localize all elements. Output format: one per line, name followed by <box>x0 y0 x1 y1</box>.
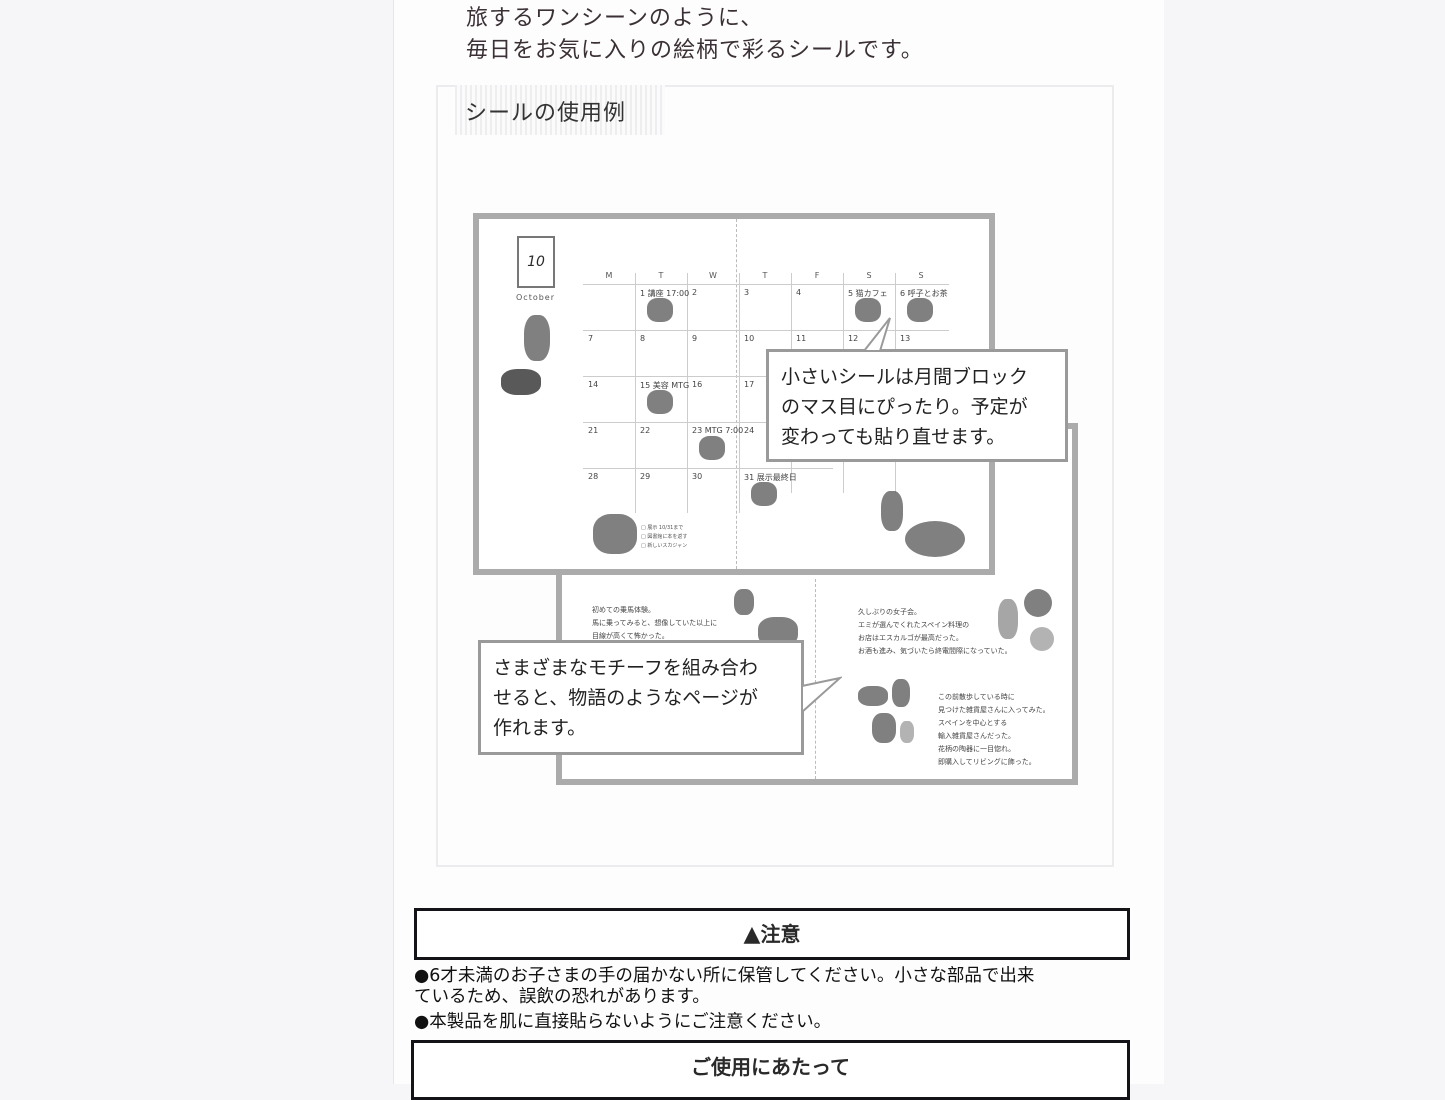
bottle-sticker-icon <box>998 599 1018 639</box>
caution-bullet-1: ●6才未満のお子さまの手の届かない所に保管してください。小さな部品で出来 <box>414 966 1035 986</box>
calendar-day: 2 <box>692 288 698 297</box>
bull-sticker-icon <box>501 369 541 395</box>
feather-sticker-icon <box>892 679 910 707</box>
grid-line <box>687 273 688 513</box>
calendar-day: 24 <box>744 426 755 435</box>
calendar-day: 7 <box>588 334 594 343</box>
todo-list: □ 展示 10/31まで□ 図書館に本を返す□ 新しいスカジャン <box>641 525 688 549</box>
calendar-day: 13 <box>900 334 911 343</box>
callout-calendar-tip: 小さいシールは月間ブロックのマス目にぴったり。予定が変わっても貼り直せます。 <box>766 349 1068 462</box>
calendar-day: 17 <box>744 380 755 389</box>
boar-sticker-icon <box>751 482 777 506</box>
flower-sticker-icon <box>647 390 673 414</box>
calendar-day: 10 <box>744 334 755 343</box>
cat-sticker-icon <box>855 298 881 322</box>
plants-sticker-icon <box>593 514 637 554</box>
calendar-day: 6 呼子とお茶 <box>900 289 948 298</box>
example-label-text: シールの使用例 <box>465 101 627 126</box>
warning-triangle-icon: ▲ <box>743 922 761 947</box>
diary-left-text: 初めての乗馬体験。馬に乗ってみると、想像していた以上に目線が高くて怖かった。 <box>592 606 718 640</box>
calendar-day: 4 <box>796 288 802 297</box>
page-fold <box>815 579 816 779</box>
calendar-day: 12 <box>848 334 859 343</box>
weekday-header: M <box>605 271 613 280</box>
caution-bullet-2: ●本製品を肌に直接貼らないようにご注意ください。 <box>414 1012 832 1032</box>
calendar-day: 8 <box>640 334 646 343</box>
callout-pointer <box>801 676 842 715</box>
caution-header: ▲注意 <box>414 908 1130 960</box>
calendar-day: 9 <box>692 334 698 343</box>
weekday-header: S <box>918 271 924 280</box>
example-label: シールの使用例 <box>455 85 665 135</box>
grid-line <box>583 330 949 331</box>
intro-line-2: 毎日をお気に入りの絵柄で彩るシールです。 <box>466 38 924 63</box>
flowers-sticker-icon <box>907 298 933 322</box>
plate-sticker-icon <box>1030 627 1054 651</box>
caution-bullet-1-cont: ているため、誤飲の恐れがあります。 <box>414 987 710 1007</box>
weekday-header: T <box>658 271 664 280</box>
grid-line <box>583 284 949 285</box>
calendar-day: 21 <box>588 426 599 435</box>
calendar-day: 30 <box>692 472 703 481</box>
grid-line <box>739 273 740 513</box>
grid-line <box>583 468 833 469</box>
fan-sticker-icon <box>858 686 888 706</box>
weekday-header: T <box>762 271 768 280</box>
sunflower-sticker-icon <box>734 589 754 615</box>
caution-title: 注意 <box>760 922 801 946</box>
calendar-day: 29 <box>640 472 651 481</box>
cart-sticker-icon <box>905 521 965 557</box>
month-badge: 10 <box>517 236 555 288</box>
calendar-day: 3 <box>744 288 750 297</box>
calendar-day: 14 <box>588 380 599 389</box>
calendar-day: 22 <box>640 426 651 435</box>
diary-right-bottom-text: この前散歩している時に見つけた雑貨屋さんに入ってみた。スペインを中心とする輸入雑… <box>938 693 1050 766</box>
intro-line-1: 旅するワンシーンのように、 <box>466 6 764 31</box>
guitar-sticker-icon <box>900 721 914 743</box>
plate-sticker-icon <box>1024 589 1052 617</box>
callout-pointer <box>862 317 891 352</box>
weekday-header: F <box>814 271 820 280</box>
calendar-day: 15 美容 MTG <box>640 381 690 390</box>
page-fold <box>736 219 737 569</box>
calendar-day: 5 猫カフェ <box>848 289 888 298</box>
calendar-day: 16 <box>692 380 703 389</box>
shrine-sticker-icon <box>881 491 903 531</box>
calendar-day: 11 <box>796 334 807 343</box>
usage-title: ご使用にあたって <box>691 1055 850 1079</box>
calendar-day: 31 展示最終日 <box>744 473 797 482</box>
callout-diary-tip: さまざまなモチーフを組み合わせると、物語のようなページが作れます。 <box>478 640 804 755</box>
calendar-day: 23 MTG 7:00 <box>692 426 744 435</box>
weekday-header: W <box>709 271 717 280</box>
usage-header: ご使用にあたって <box>411 1040 1130 1100</box>
matador-sticker-icon <box>524 315 550 361</box>
grid-line <box>583 422 833 423</box>
example-frame <box>436 85 1114 867</box>
guitar-sticker-icon <box>647 298 673 322</box>
weekday-header: S <box>866 271 872 280</box>
calendar-day: 28 <box>588 472 599 481</box>
butterfly-sticker-icon <box>699 436 725 460</box>
calendar-day: 1 講座 17:00 <box>640 289 690 298</box>
month-name: October <box>516 293 556 302</box>
shrub-sticker-icon <box>872 713 896 743</box>
grid-line <box>635 273 636 513</box>
diary-right-top-text: 久しぶりの女子会。エミが選んでくれたスペイン料理のお店はエスカルゴが最高だった。… <box>858 608 1012 655</box>
